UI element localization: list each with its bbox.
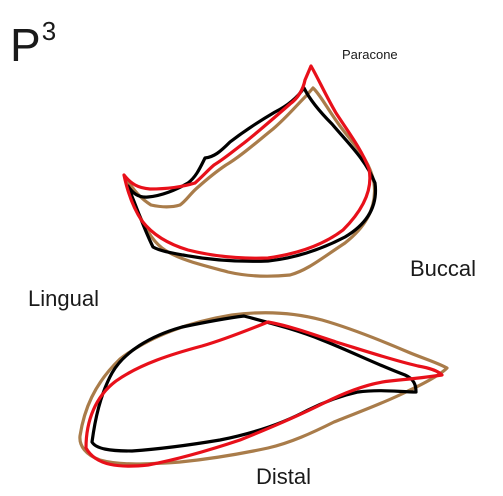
distal-outline-brown bbox=[80, 313, 447, 464]
occlusal-outline-red bbox=[124, 66, 370, 258]
distal-view-outlines bbox=[80, 313, 447, 466]
occlusal-view-outlines bbox=[124, 66, 375, 276]
